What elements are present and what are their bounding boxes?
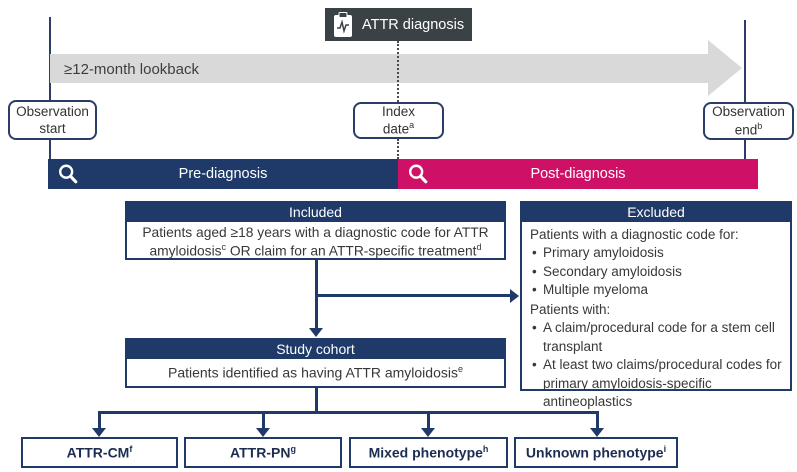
excluded-bullet: A claim/procedural code for a stem cell … [530,319,784,356]
clipboard-pulse-icon [334,11,352,37]
phenotype-arrowhead [92,428,106,437]
phenotype-arrowhead [256,428,270,437]
phenotype-drop-line [427,411,430,429]
excluded-box: Excluded Patients with a diagnostic code… [520,201,792,409]
mixed-phenotype-box: Mixed phenotypeh [349,437,508,468]
observation-start-line1: Observation [16,103,89,119]
phenotype-drop-line [98,411,101,429]
included-body: Patients aged ≥18 years with a diagnosti… [142,225,489,259]
magnifier-icon [59,164,78,184]
phenotype-drop-line [262,411,265,429]
phenotype-arrowhead [590,428,604,437]
observation-end-line [744,20,746,159]
pre-diagnosis-bar: Pre-diagnosis [48,159,398,189]
attr-diagnosis-label: ATTR diagnosis [362,16,465,33]
phenotype-arrowhead [421,428,435,437]
excluded-intro-1: Patients with a diagnostic code for: [530,227,739,242]
index-dotted-line-lower [397,139,399,159]
included-header: Included [127,203,504,222]
post-diagnosis-bar: Post-diagnosis [398,159,758,189]
excluded-bullet: Secondary amyloidosis [530,263,784,282]
phenotype-row-line [98,411,599,414]
phenotype-drop-line [596,411,599,429]
timeline-arrow-body [50,54,710,83]
cohort-to-row-line [315,388,318,414]
observation-start-line2: start [39,121,66,136]
index-date-line1: Index [381,103,416,119]
study-cohort-box: Study cohort Patients identified as havi… [125,338,506,388]
observation-end-line2: endb [734,120,763,138]
excluded-intro-2: Patients with: [530,301,611,317]
observation-start-line [49,17,51,159]
excluded-bullet: At least two claims/procedural codes for… [530,356,784,411]
excluded-arrowhead [510,289,519,303]
included-to-excluded-line [315,294,511,297]
observation-end-box: Observation endb [703,102,794,140]
index-dotted-line-upper [397,41,399,102]
index-date-box: Index datea [353,102,444,139]
included-box: Included Patients aged ≥18 years with a … [125,201,506,260]
study-cohort-body: Patients identified as having ATTR amylo… [167,364,463,381]
post-diagnosis-label: Post-diagnosis [530,166,626,182]
excluded-bullet: Multiple myeloma [530,281,784,300]
attr-cm-box: ATTR-CMf [21,437,178,468]
excluded-body: Patients with a diagnostic code for: Pri… [522,222,790,415]
excluded-bullet: Primary amyloidosis [530,244,784,263]
attr-diagnosis-box: ATTR diagnosis [325,8,472,41]
attr-pn-box: ATTR-PNg [184,437,342,468]
cohort-arrowhead [309,328,323,337]
observation-end-line1: Observation [712,104,785,120]
excluded-header: Excluded [522,203,790,222]
observation-start-box: Observation start [8,100,97,140]
study-cohort-header: Study cohort [127,340,504,359]
pre-diagnosis-label: Pre-diagnosis [178,166,268,182]
magnifier-icon [409,164,428,184]
lookback-label: ≥12-month lookback [64,61,199,78]
index-date-line2: datea [382,120,415,137]
unknown-phenotype-box: Unknown phenotypei [514,437,678,468]
timeline-arrowhead [708,40,742,96]
